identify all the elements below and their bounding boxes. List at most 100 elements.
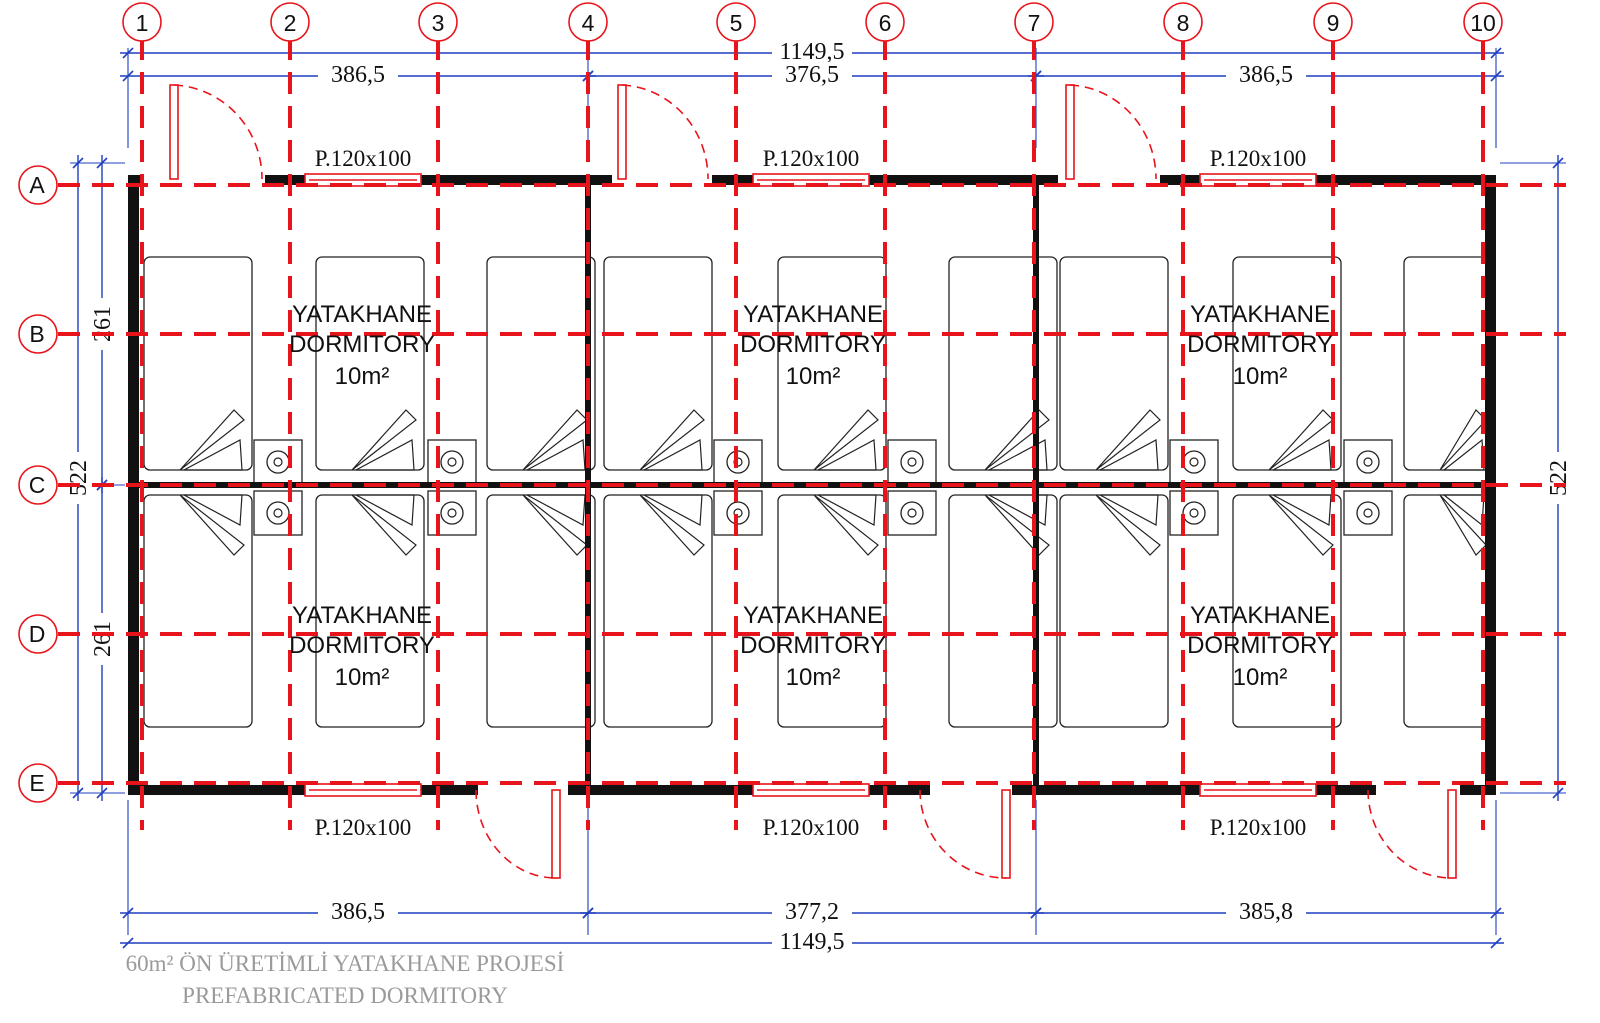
grid-row-bubble: D	[18, 614, 58, 654]
sink-upper-basin	[887, 439, 937, 485]
dim-bottom-seg-3: 385,8	[1028, 899, 1504, 925]
door-top-leaf	[617, 84, 627, 180]
sink-upper	[1343, 439, 1393, 485]
bed-upper	[486, 256, 596, 471]
sink-upper-basin	[1169, 439, 1219, 485]
bed-lower-blanket	[1095, 494, 1161, 556]
dim-bottom-total-tick	[1490, 937, 1502, 949]
window-label-top: P.120x100	[763, 146, 860, 171]
grid-row-label: A	[29, 172, 45, 198]
grid-column-bubble: 2	[270, 2, 310, 42]
sink-lower-drain	[447, 508, 457, 518]
dim-bottom-total: 1149,5	[120, 929, 1504, 955]
furniture	[143, 256, 1495, 728]
room-name-tr: YATAKHANE	[1190, 301, 1330, 328]
dim-left-total-label: 522	[66, 460, 92, 496]
grid-column-bubble-circle	[1463, 2, 1503, 42]
grid-column-label: 2	[284, 10, 297, 36]
grid-column-bubble-circle	[122, 2, 162, 42]
dim-left-total-tick	[72, 787, 84, 799]
room-area: 10m²	[1233, 664, 1288, 691]
sink-lower-drain	[273, 508, 283, 518]
door-bottom-leaf	[1447, 789, 1457, 879]
dim-bottom-seg-1-label-bg	[318, 899, 398, 921]
sink-lower	[1169, 490, 1219, 536]
grid-column-bubble: 3	[418, 2, 458, 42]
door-bottom-swing	[919, 789, 1007, 879]
dim-top-total-label: 1149,5	[779, 39, 844, 65]
grid-column-bubble: 10	[1463, 2, 1503, 42]
grid-column-bubble-circle	[270, 2, 310, 42]
grid-column-bubble-circle	[1163, 2, 1203, 42]
sink-lower	[427, 490, 477, 536]
sink-lower-bowl	[1182, 501, 1206, 525]
bed-lower	[1059, 494, 1169, 728]
sink-lower-drain	[1189, 508, 1199, 518]
bed-lower-blanket	[1439, 494, 1487, 556]
structural-grid	[58, 38, 1566, 830]
sink-lower-basin	[427, 490, 477, 536]
dim-bottom-seg-3-tick	[1030, 907, 1042, 919]
grid-column-label: 8	[1177, 10, 1190, 36]
sink-lower-basin	[1343, 490, 1393, 536]
sink-lower-basin	[887, 490, 937, 536]
room-name-en: DORMITORY	[740, 331, 886, 358]
dim-bottom-seg-1: 386,5	[120, 899, 596, 925]
sink-lower-basin	[1169, 490, 1219, 536]
room-name-en: DORMITORY	[1187, 632, 1333, 659]
sink-lower	[253, 490, 303, 536]
dim-left-total: 522	[64, 155, 92, 801]
bed-upper-blanket	[1439, 409, 1487, 471]
door-top-leaf	[1065, 84, 1075, 180]
dim-top-seg-1: 386,5	[120, 62, 596, 88]
sink-upper-drain	[447, 457, 457, 467]
room-name-tr: YATAKHANE	[292, 602, 432, 629]
dim-top-seg-2-label-bg	[772, 62, 852, 84]
grid-column-bubble: 8	[1163, 2, 1203, 42]
dim-top-total: 1149,5	[120, 39, 1504, 65]
sink-lower	[1343, 490, 1393, 536]
dim-bottom-seg-3-label: 385,8	[1239, 899, 1293, 925]
exterior-wall-top	[1160, 175, 1495, 185]
grid-column-bubble: 6	[865, 2, 905, 42]
grid-row-bubble: B	[18, 314, 58, 354]
dim-right-total-label-bg	[1544, 452, 1572, 504]
dim-left-upper: 261	[88, 155, 116, 493]
room-area: 10m²	[786, 664, 841, 691]
grid-row-label: D	[29, 621, 46, 647]
bed-upper-blanket	[179, 409, 245, 471]
window-label-bottom: P.120x100	[315, 815, 412, 840]
bed-upper	[1059, 256, 1169, 471]
grid-row-bubble: A	[18, 165, 58, 205]
dim-top-seg-3-tick	[1490, 70, 1502, 82]
sink-lower-basin	[253, 490, 303, 536]
sink-lower-bowl	[1356, 501, 1380, 525]
grid-column-label: 3	[432, 10, 445, 36]
dim-bottom-total-tick	[122, 937, 134, 949]
grid-column-label: 7	[1028, 10, 1041, 36]
room-area: 10m²	[335, 363, 390, 390]
room-name-en: DORMITORY	[289, 632, 435, 659]
grid-column-label: 9	[1327, 10, 1340, 36]
dim-left-lower-label-bg	[88, 613, 116, 665]
dim-bottom-seg-2: 377,2	[580, 899, 1044, 925]
dim-bottom-seg-3-label-bg	[1226, 899, 1306, 921]
sink-upper	[427, 439, 477, 485]
sink-upper-basin	[427, 439, 477, 485]
sink-lower-bowl	[440, 501, 464, 525]
bed-upper	[143, 256, 253, 471]
dim-left-lower-label: 261	[90, 621, 116, 657]
grid-row-label: E	[29, 770, 44, 796]
room-area: 10m²	[786, 363, 841, 390]
dim-right-total-tick	[1552, 157, 1564, 169]
window-label-bottom: P.120x100	[1210, 815, 1307, 840]
grid-column-bubble-circle	[1313, 2, 1353, 42]
grid-row-bubble-circle	[18, 314, 58, 354]
